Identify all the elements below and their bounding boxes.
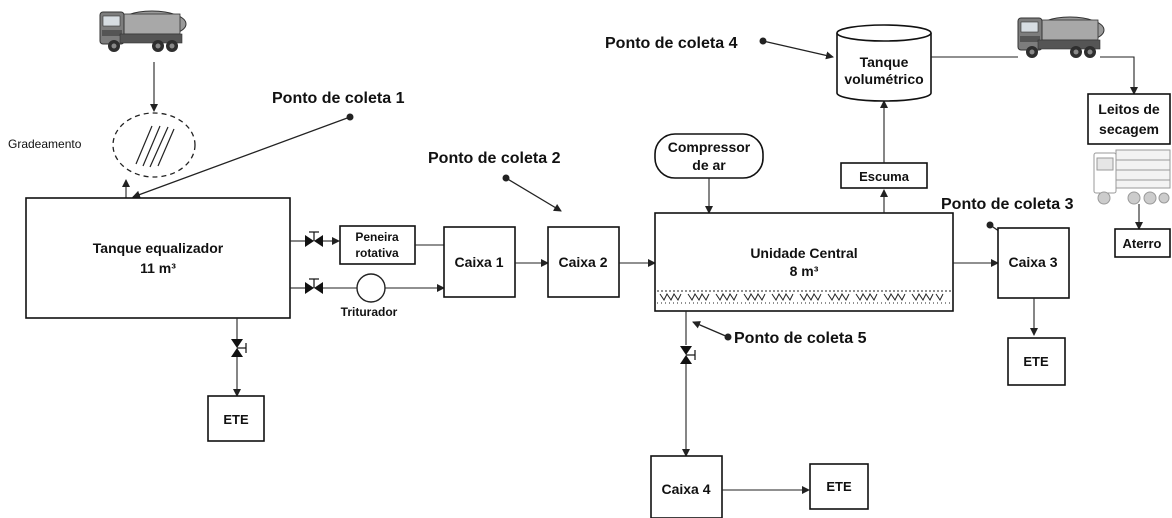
caixa-2-label: Caixa 2 — [558, 254, 607, 270]
ponto-coleta-4-pointer — [762, 40, 834, 60]
caixa-3-box — [997, 227, 1070, 299]
grate-bars-icon — [135, 125, 175, 168]
tanker-truck-icon — [1017, 16, 1105, 59]
tanque-equalizador-box — [25, 197, 291, 319]
triturador-label: Triturador — [341, 305, 398, 319]
tanque-volumetrico-label-2: volumétrico — [844, 71, 923, 87]
escuma-label: Escuma — [859, 169, 910, 184]
leitos-secagem-box — [1087, 93, 1171, 145]
compressor-label-2: de ar — [692, 157, 726, 173]
ponto-coleta-2-label: Ponto de coleta 2 — [428, 150, 561, 167]
pump-icon — [356, 273, 386, 303]
tanque-equalizador-volume: 11 m³ — [140, 260, 176, 276]
ponto-coleta-5-pointer — [692, 321, 729, 338]
unidade-central-box — [654, 212, 954, 312]
caixa-4-label: Caixa 4 — [661, 481, 710, 497]
aterro-label: Aterro — [1122, 236, 1161, 251]
truck-to-leitos-arrow — [1100, 56, 1138, 95]
ete-left-label: ETE — [223, 412, 249, 427]
tanque-volumetrico-label-1: Tanque — [860, 54, 909, 70]
ete-right-box — [1007, 337, 1066, 386]
caixa-1-box — [443, 226, 516, 298]
peneira-label-1: Peneira — [355, 230, 399, 244]
air-diffuser-icon — [657, 290, 951, 304]
leitos-label-1: Leitos de — [1098, 101, 1160, 117]
ponto-coleta-1-label: Ponto de coleta 1 — [272, 90, 405, 107]
peneira-rotativa-box — [339, 225, 416, 265]
tanque-equalizador-label: Tanque equalizador — [93, 240, 224, 256]
caixa-3-label: Caixa 3 — [1008, 254, 1057, 270]
valve-icon — [230, 338, 247, 358]
gradeamento-label: Gradeamento — [8, 137, 82, 151]
tanque-volumetrico-cylinder — [836, 24, 932, 102]
unidade-central-volume: 8 m³ — [790, 263, 819, 279]
ete-right-label: ETE — [1023, 354, 1049, 369]
valve-icon — [679, 345, 696, 365]
dump-truck-icon — [1093, 149, 1171, 205]
ete-left-box — [207, 395, 265, 442]
leitos-label-2: secagem — [1099, 121, 1159, 137]
caixa-4-box — [650, 455, 723, 518]
valve-icon — [304, 278, 324, 295]
aterro-box — [1114, 228, 1171, 258]
unidade-central-label: Unidade Central — [750, 245, 857, 261]
caixa-1-label: Caixa 1 — [454, 254, 503, 270]
ponto-coleta-3-label: Ponto de coleta 3 — [941, 196, 1074, 213]
peneira-label-2: rotativa — [355, 246, 399, 260]
ponto-coleta-1-pointer — [132, 116, 351, 199]
ete-bottom-label: ETE — [826, 479, 852, 494]
escuma-box — [840, 162, 928, 189]
ete-bottom-box — [809, 463, 869, 510]
compressor-label-1: Compressor — [668, 139, 751, 155]
gradeamento-screen — [112, 112, 196, 178]
ponto-coleta-2-pointer — [505, 177, 562, 212]
valve-icon — [304, 231, 324, 248]
tanker-truck-icon — [99, 10, 187, 53]
ponto-coleta-4-label: Ponto de coleta 4 — [605, 35, 738, 52]
caixa-2-box — [547, 226, 620, 298]
ponto-coleta-5-label: Ponto de coleta 5 — [734, 330, 867, 347]
